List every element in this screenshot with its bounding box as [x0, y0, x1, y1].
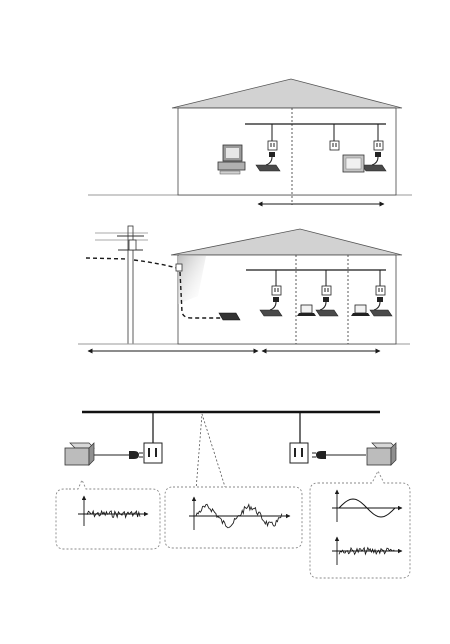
clean-sine-waveform [338, 498, 396, 518]
signal-glow [178, 256, 206, 304]
meter-icon [175, 263, 183, 272]
outlet-icon [271, 285, 282, 296]
plug-icon [265, 152, 275, 166]
axes-noise [78, 495, 149, 526]
house-walls [177, 107, 397, 196]
plug-icon [319, 297, 329, 311]
outlet-icon [289, 442, 309, 464]
plug-icon [129, 451, 143, 459]
plug-icon [269, 297, 279, 311]
plug-icon [373, 297, 383, 311]
bottom-signal-panel [55, 410, 411, 579]
roof [170, 228, 403, 256]
modem-icon [255, 164, 281, 172]
laptop-icon [297, 304, 316, 316]
device-box-icon [64, 442, 95, 466]
modem-icon [369, 309, 393, 317]
outlet-icon [267, 140, 278, 151]
roof [171, 78, 403, 109]
middle-house-panel [78, 225, 410, 354]
inset-noisy-sine [164, 486, 303, 549]
utility-pole-icon [95, 225, 148, 345]
outlet-icon [329, 140, 340, 151]
top-house-panel [88, 78, 412, 207]
outlet-icon [375, 285, 386, 296]
television-icon [342, 154, 365, 173]
outlet-icon [373, 140, 384, 151]
house-walls [177, 254, 397, 345]
noise-only-waveform [338, 546, 395, 556]
plug-icon [312, 451, 326, 459]
modem-icon [259, 309, 283, 317]
computer-icon [217, 144, 246, 175]
outlet-icon [143, 442, 163, 464]
device-box-icon [366, 442, 397, 466]
laptop-icon [351, 304, 370, 316]
modem-icon [361, 164, 387, 172]
noise-waveform [85, 509, 141, 519]
router-icon [218, 312, 241, 321]
modem-icon [315, 309, 339, 317]
inset-clean-signals [309, 469, 411, 579]
outlet-icon [321, 285, 332, 296]
noisy-sine-waveform [195, 503, 283, 529]
service-drop-line [85, 257, 178, 269]
plug-icon [371, 152, 381, 166]
transformer-icon [128, 239, 137, 251]
indoor-feed-line [179, 271, 222, 319]
callout-pointer [195, 413, 227, 491]
